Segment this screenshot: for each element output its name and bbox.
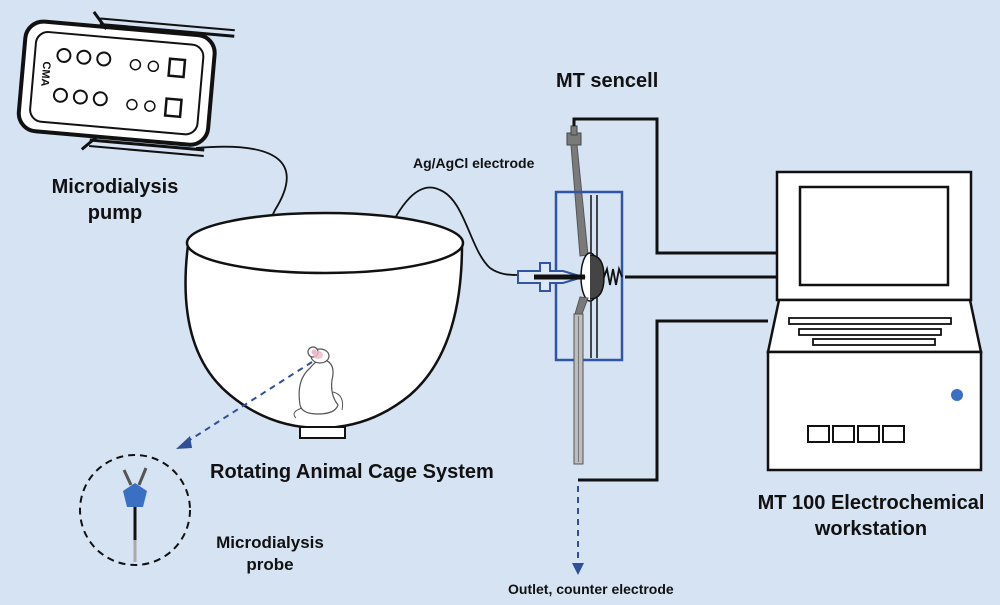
workstation-label: MT 100 Electrochemical workstation [748,490,994,542]
outlet-label: Outlet, counter electrode [508,581,674,597]
probe-dashed-arrow [184,361,313,444]
pump-label: Microdialysis pump [30,174,200,226]
cage-icon [184,211,465,439]
cage-label: Rotating Animal Cage System [210,461,494,483]
probe-label-line1: Microdialysis [216,533,324,552]
mouse-icon [293,346,344,419]
probe-label: Microdialysis probe [200,532,340,576]
workstation-label-line2: workstation [814,518,928,540]
pump-label-line1: Microdialysis [51,176,179,198]
electrode-label: Ag/AgCl electrode [413,155,535,171]
pump-icon: CMA [16,11,235,158]
ag-agcl-electrode-icon [517,262,587,292]
power-indicator-icon [951,389,963,401]
sencell-label: MT sencell [556,70,659,92]
pump-label-line2: pump [87,202,143,224]
wire-bottom [578,319,768,482]
workstation-label-line1: MT 100 Electrochemical [757,492,985,514]
workstation-icon [766,298,983,472]
probe-label-line2: probe [246,555,294,574]
sencell-icon [554,125,624,465]
wire-top [572,117,777,255]
computer-icon [775,170,973,302]
pump-brand-text: CMA [38,61,52,87]
probe-icon [79,454,191,566]
